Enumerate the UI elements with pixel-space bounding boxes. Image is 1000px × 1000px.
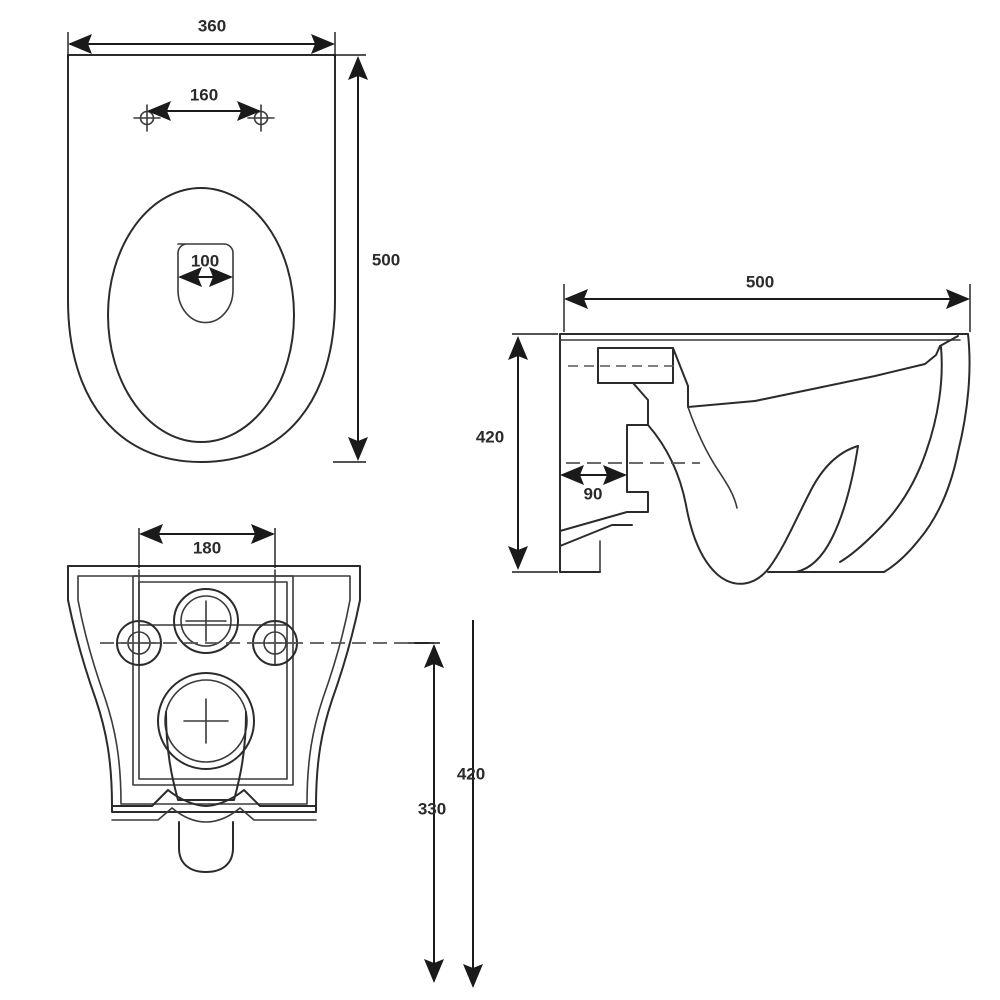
front-view-outer-outline bbox=[67, 565, 361, 813]
dimension-side-length-500: 500 bbox=[563, 272, 971, 332]
front-view-apron-upper bbox=[111, 789, 317, 807]
top-view-fixing-hole-left bbox=[133, 104, 161, 132]
top-view-flush-opening bbox=[177, 243, 234, 324]
dimension-label-160: 160 bbox=[190, 85, 218, 104]
dimension-front-420: 420 bbox=[457, 620, 485, 988]
dimension-label-420-side: 420 bbox=[476, 427, 504, 446]
side-view-bowl-underside bbox=[647, 424, 859, 585]
side-view-rear-connection-block bbox=[597, 347, 674, 384]
front-view-flush-boss bbox=[173, 588, 239, 654]
dimension-side-height-420: 420 bbox=[476, 333, 558, 573]
side-view-front-inner-edge bbox=[839, 346, 943, 563]
dimension-label-420-front: 420 bbox=[457, 764, 485, 783]
dimension-label-360: 360 bbox=[198, 16, 226, 35]
side-view-rear-slope bbox=[672, 347, 756, 408]
dimension-label-180: 180 bbox=[193, 538, 221, 557]
front-view-outlet-boss bbox=[157, 672, 255, 770]
front-view-apron-lower bbox=[111, 807, 317, 823]
side-view-rear-skirt bbox=[559, 524, 633, 547]
dimension-label-90: 90 bbox=[584, 484, 603, 503]
front-view-outlet-stub bbox=[178, 821, 234, 873]
dimension-label-100: 100 bbox=[191, 251, 219, 270]
front-view-group: 180 330 420 bbox=[67, 524, 485, 988]
side-view-trap-curve bbox=[687, 406, 738, 509]
top-view-group: 360 500 160 100 bbox=[67, 16, 400, 463]
dimension-label-330: 330 bbox=[418, 799, 446, 818]
dimension-fixing-centres-160: 160 bbox=[147, 85, 261, 121]
dimension-front-330: 330 bbox=[414, 642, 446, 983]
side-view-pedestal-inner bbox=[795, 445, 859, 573]
dimension-top-width: 360 bbox=[67, 16, 336, 58]
front-view-recess-panel bbox=[132, 575, 294, 786]
side-view-front-outer-edge bbox=[883, 333, 971, 573]
dimension-label-500-side: 500 bbox=[746, 272, 774, 291]
dimension-outlet-offset-90: 90 bbox=[560, 465, 627, 503]
front-view-inner-outline bbox=[77, 575, 351, 805]
front-view-recess-panel-inner bbox=[138, 581, 288, 780]
top-view-fixing-hole-right bbox=[247, 104, 275, 132]
top-view-seat-ring bbox=[107, 187, 295, 443]
side-view-front-lip bbox=[939, 335, 959, 347]
front-view-outlet-spigot bbox=[165, 711, 247, 801]
top-view-outer-outline bbox=[67, 54, 336, 463]
side-view-group: 500 420 90 bbox=[476, 272, 971, 585]
dimension-label-500-top: 500 bbox=[372, 250, 400, 269]
dimension-opening-100: 100 bbox=[178, 251, 233, 287]
dimension-front-fixing-180: 180 bbox=[138, 524, 276, 568]
dimension-top-length: 500 bbox=[333, 54, 400, 463]
side-view-rear-step bbox=[559, 382, 649, 532]
side-view-bowl-inner-upper bbox=[754, 345, 941, 402]
